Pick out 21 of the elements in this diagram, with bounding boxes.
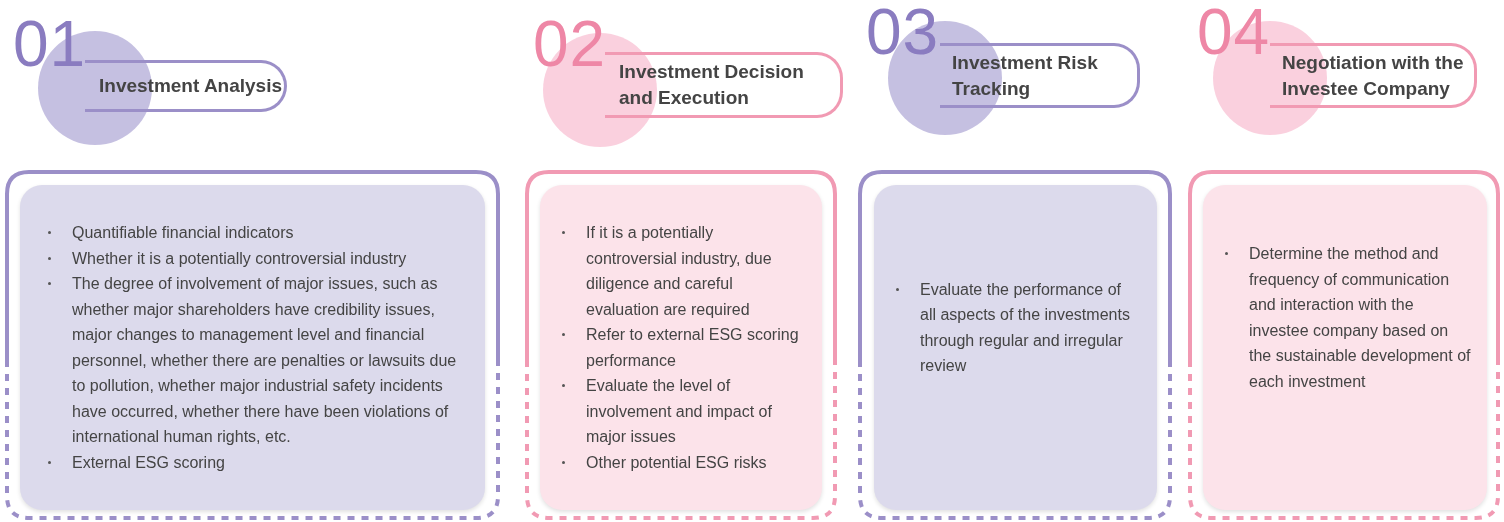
step-title: Investment Decision and Execution [619, 60, 805, 110]
bullet-text: Determine the method and frequency of communication and interaction with the investee company based on the sustainable development of each investment [1249, 244, 1471, 392]
bullet-text: Other potential ESG risks [586, 452, 768, 473]
bullet-text: External ESG scoring [72, 452, 226, 473]
bullet-text: The degree of involvement of major issues, such as whether major shareholders have credibility issues, major changes to management level and financial personnel, whether there are penalties or lawsuits due to pollution, whether major industrial safety incidents have occurred, whether there have been violations of international human rights, etc. [72, 274, 458, 447]
step-number: 04 [1197, 0, 1271, 64]
step-number: 03 [866, 0, 940, 64]
step-number: 02 [533, 12, 607, 76]
step-number: 01 [13, 12, 87, 76]
bullet-text: Evaluate the level of involvement and impact of major issues [586, 376, 773, 447]
step-title: Investment Risk Tracking [952, 50, 1099, 101]
bullet-text: Refer to external ESG scoring performance [586, 325, 800, 371]
bullet-text: Quantifiable financial indicators [72, 223, 295, 243]
bullet-text: Evaluate the performance of all aspects of the investments through regular and irregular review [920, 279, 1131, 376]
bullet-text: If it is a potentially controversial industry, due diligence and careful evaluation are required [586, 223, 773, 320]
step-title: Investment Analysis [99, 74, 283, 98]
text-card [874, 185, 1157, 510]
text-card [1203, 185, 1487, 510]
text-card [540, 185, 822, 510]
step-title: Negotiation with the Investee Company [1282, 50, 1465, 101]
bullet-text: Whether it is a potentially controversial industry [72, 248, 408, 269]
